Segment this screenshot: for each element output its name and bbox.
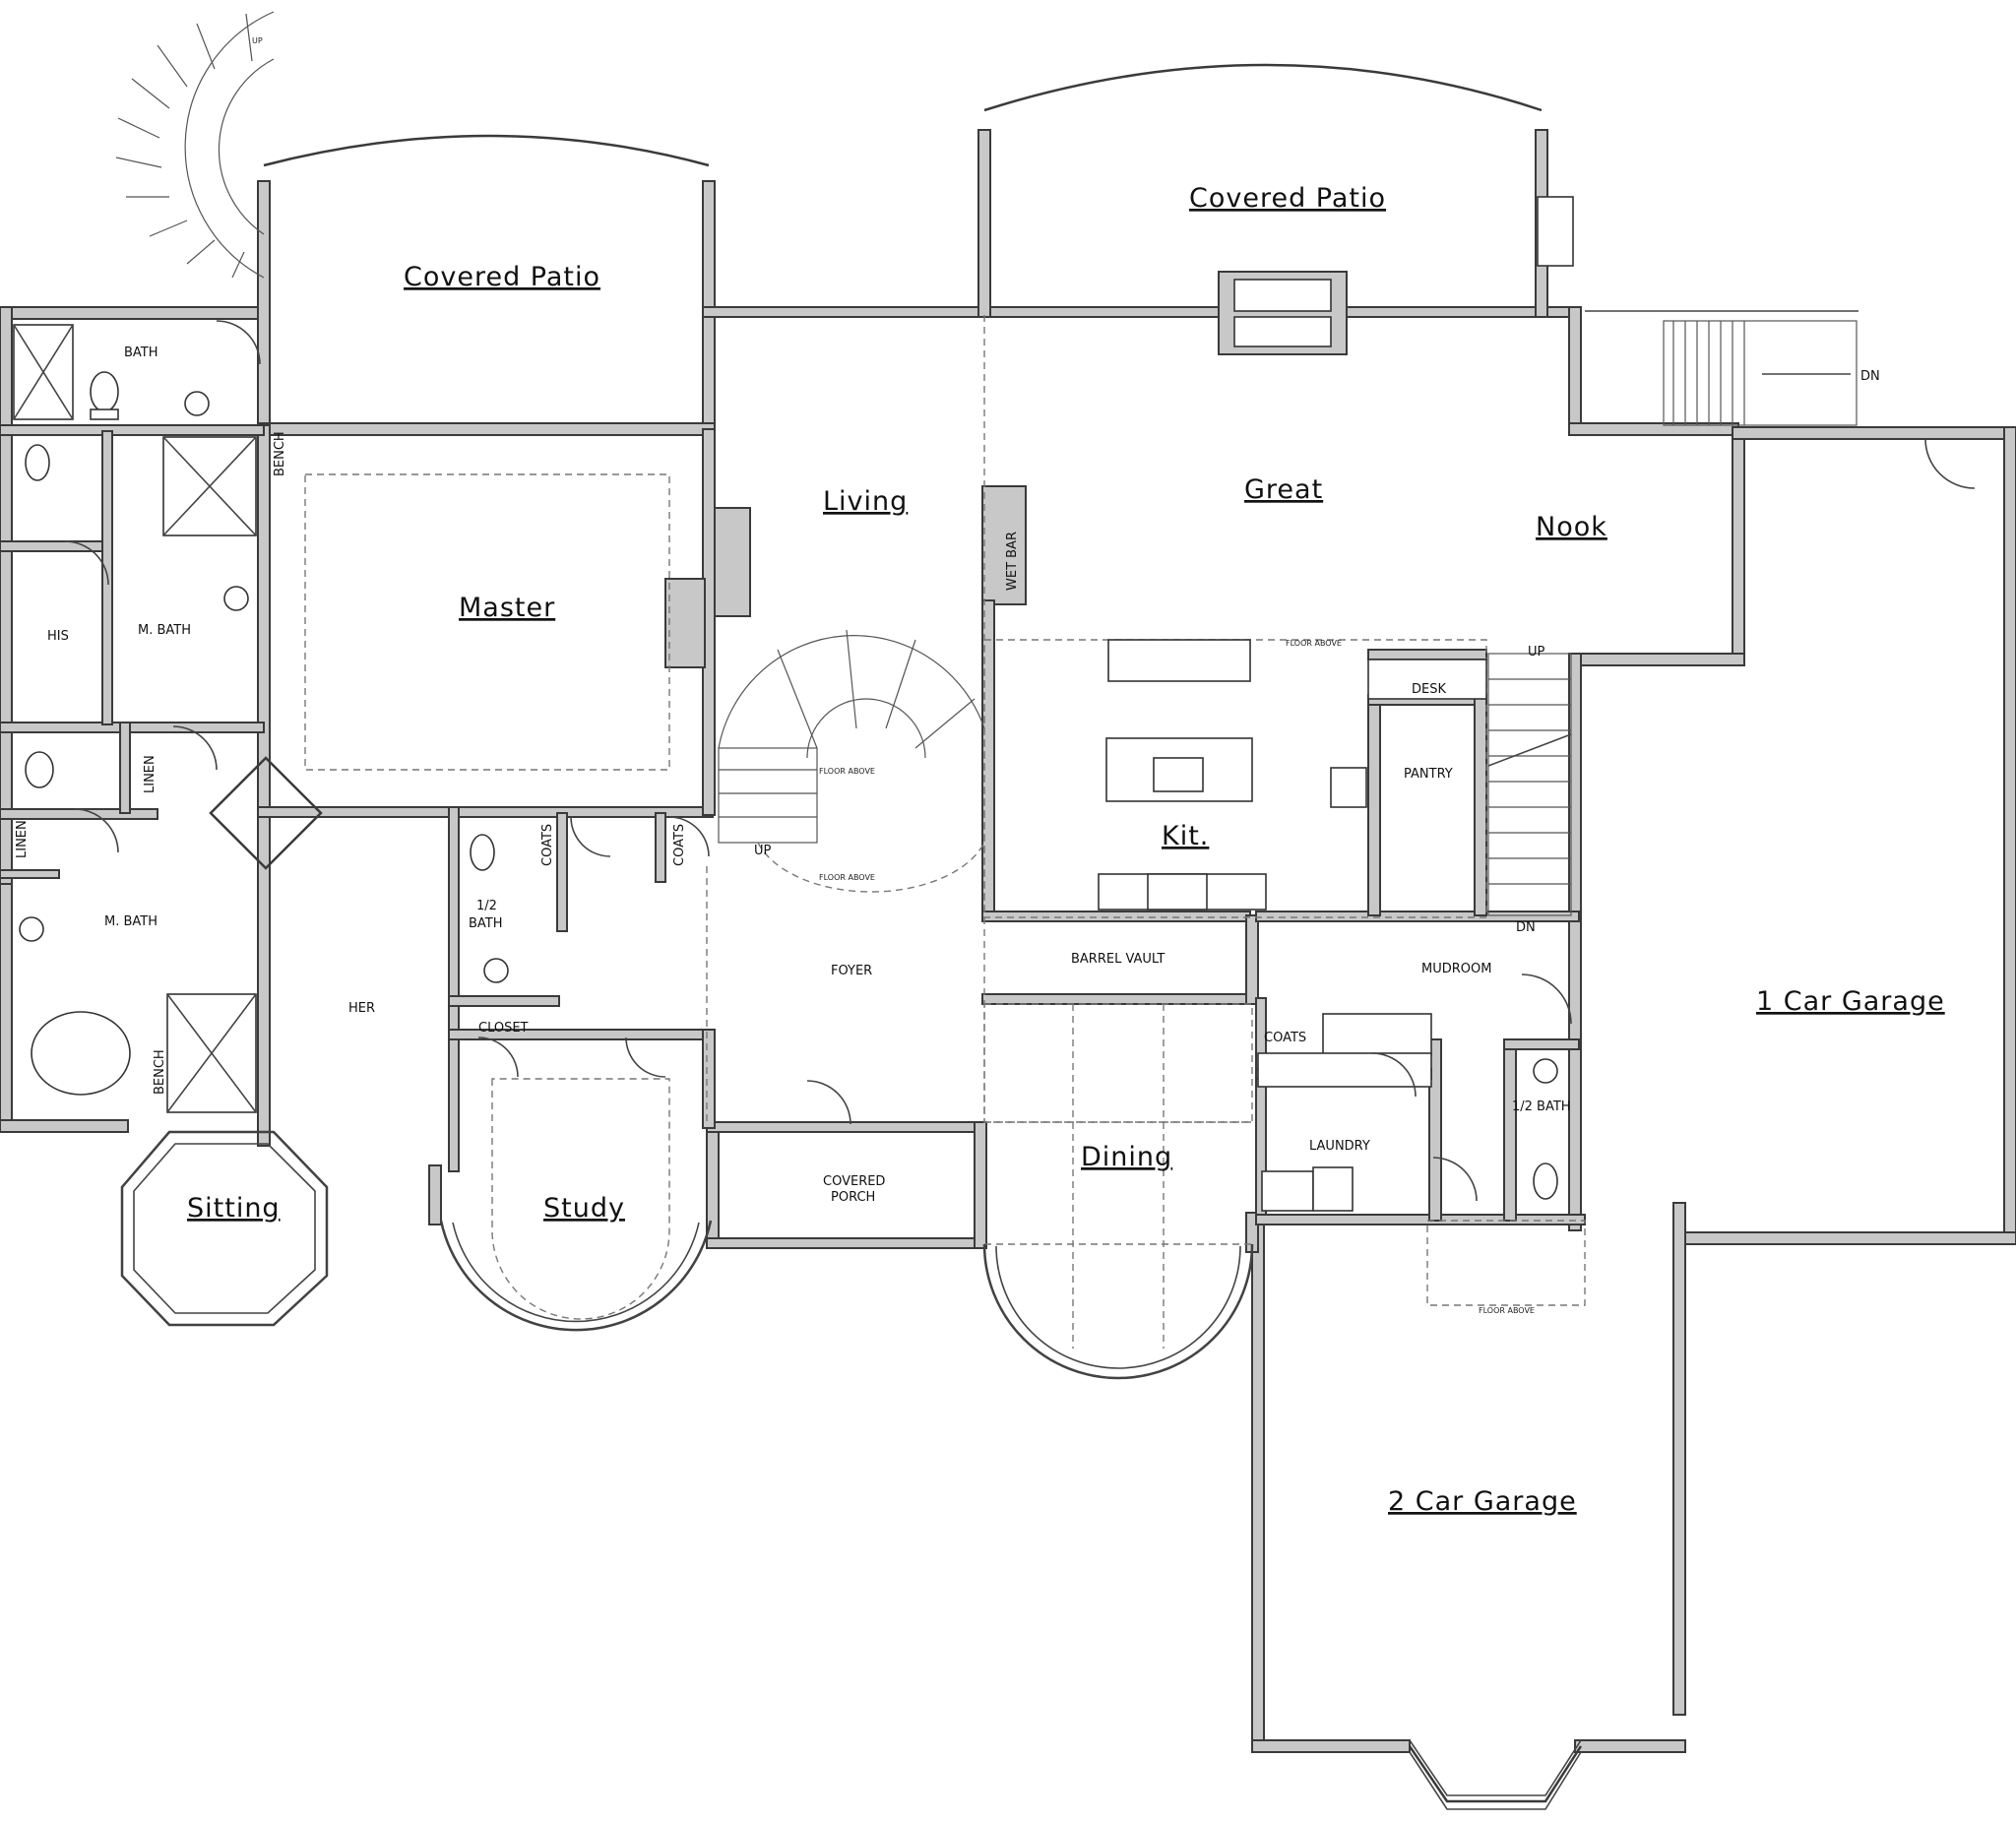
label-covered-patio-left: Covered Patio: [404, 262, 600, 292]
label-covered-porch-1: COVERED: [823, 1174, 885, 1189]
label-wet-bar: WET BAR: [1005, 532, 1020, 591]
label-sitting: Sitting: [187, 1193, 281, 1224]
label-great: Great: [1244, 474, 1323, 505]
floor-above-notes: FLOOR ABOVE FLOOR ABOVE FLOOR ABOVE FLOO…: [819, 639, 1535, 1315]
label-study: Study: [543, 1193, 625, 1224]
small-labels: BATH M. BATH M. BATH HIS HER LINEN LINEN…: [15, 36, 1880, 1205]
dashed-outlines: [304, 315, 1586, 1349]
label-coats-left: COATS: [540, 824, 555, 866]
interior-walls: [0, 424, 1586, 1225]
spiral-stair-foyer: [718, 629, 985, 893]
label-barrel-vault: BARREL VAULT: [1071, 952, 1165, 967]
room-labels: Covered Patio Covered Patio Living Great…: [187, 183, 1945, 1517]
label-up-spiral: UP: [252, 36, 263, 45]
bay-windows: [120, 756, 1254, 1380]
label-covered-patio-right: Covered Patio: [1189, 183, 1386, 214]
spiral-stair-exterior: [115, 11, 275, 279]
label-mudroom: MUDROOM: [1421, 962, 1491, 976]
label-linen-upper: LINEN: [143, 755, 158, 793]
label-covered-porch-2: PORCH: [831, 1190, 875, 1205]
exterior-walls: [0, 63, 2016, 1810]
label-coats-right: COATS: [672, 824, 687, 866]
label-kit: Kit.: [1162, 821, 1209, 851]
label-bath: BATH: [124, 346, 158, 360]
label-one-car-garage: 1 Car Garage: [1756, 986, 1945, 1017]
label-her: HER: [348, 1001, 375, 1016]
label-half-bath-left-2: BATH: [469, 916, 503, 931]
label-linen-lower: LINEN: [15, 820, 30, 858]
label-m-bath-lower: M. BATH: [104, 914, 158, 929]
label-living: Living: [823, 486, 908, 517]
label-his: HIS: [47, 629, 69, 644]
label-laundry: LAUNDRY: [1309, 1139, 1370, 1154]
note-floor-above-2: FLOOR ABOVE: [819, 873, 875, 882]
label-two-car-garage: 2 Car Garage: [1388, 1486, 1577, 1517]
fixtures: [13, 196, 1574, 1212]
label-up-back: UP: [1528, 645, 1545, 660]
label-nook: Nook: [1536, 512, 1607, 542]
label-dining: Dining: [1081, 1142, 1172, 1172]
label-coats-mudroom: COATS: [1264, 1031, 1306, 1045]
doors: [64, 320, 1976, 1202]
label-dn-deck: DN: [1860, 369, 1880, 384]
label-bench-upper: BENCH: [273, 431, 287, 476]
label-pantry: PANTRY: [1404, 767, 1453, 782]
label-bench-lower: BENCH: [153, 1049, 167, 1095]
label-master: Master: [459, 593, 555, 623]
deck-stair: [1585, 310, 1858, 426]
back-stair: [1487, 653, 1572, 916]
note-floor-above-3: FLOOR ABOVE: [1286, 639, 1342, 648]
label-half-bath-left-1: 1/2: [476, 899, 497, 913]
label-foyer: FOYER: [831, 964, 872, 978]
label-closet: CLOSET: [478, 1021, 529, 1036]
label-up-stair: UP: [754, 844, 772, 858]
note-floor-above-1: FLOOR ABOVE: [819, 767, 875, 776]
label-desk: DESK: [1412, 682, 1446, 697]
note-floor-above-4: FLOOR ABOVE: [1479, 1306, 1535, 1315]
label-m-bath-upper: M. BATH: [138, 623, 191, 638]
label-dn-back: DN: [1516, 920, 1536, 935]
label-half-bath-right: 1/2 BATH: [1512, 1099, 1571, 1114]
